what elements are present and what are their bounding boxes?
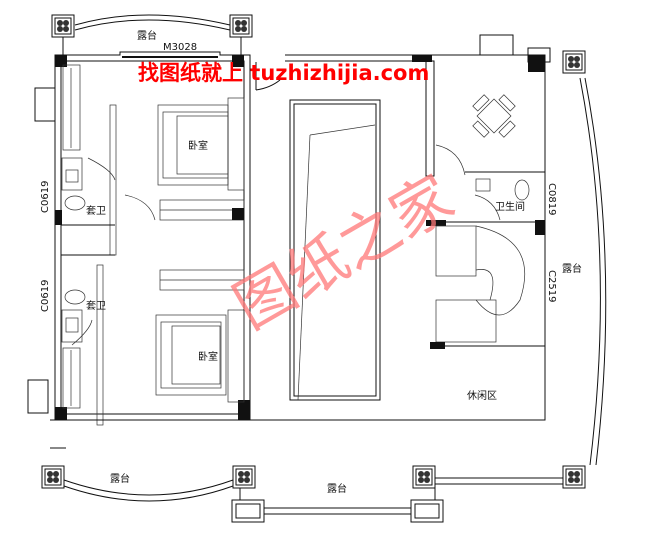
pillar (562, 50, 586, 74)
label-terrace-bottom: 露台 (327, 482, 347, 495)
bedroom-top (55, 64, 245, 256)
label-window-left-top: C0619 (40, 181, 51, 213)
label-ensuite-bottom: 套卫 (86, 299, 106, 312)
pillar (412, 465, 436, 489)
label-ensuite-top: 套卫 (86, 204, 106, 217)
pillar (41, 465, 65, 489)
pillar (232, 465, 256, 489)
pillar (229, 14, 253, 38)
label-toilet: 卫生间 (495, 200, 525, 213)
terrace-top (51, 14, 253, 55)
pillar (562, 465, 586, 489)
label-bedroom-top: 卧室 (188, 139, 208, 152)
watermark-top: 找图纸就上 tuzhizhijia.com (138, 61, 429, 85)
watermark-diagonal: 图纸之家 (223, 162, 466, 343)
label-bedroom-bottom: 卧室 (198, 350, 218, 363)
label-window-stair: C2519 (546, 270, 557, 302)
tea-room (425, 60, 545, 235)
spiral-stair (430, 225, 545, 349)
terrace-bottom (41, 419, 563, 523)
bedroom-bottom (61, 264, 245, 426)
exterior-walls (27, 34, 586, 421)
atrium-void (289, 99, 381, 401)
terrace-right (562, 77, 607, 489)
label-lounge: 休闲区 (467, 389, 497, 402)
label-terrace-bottom-left: 露台 (110, 472, 130, 485)
label-terrace-top: 露台 (137, 29, 157, 42)
label-terrace-right: 露台 (562, 262, 582, 275)
label-window-right: C0819 (546, 183, 557, 215)
label-window-left-bottom: C0619 (40, 280, 51, 312)
pillar (51, 14, 75, 38)
label-door-m3028: M3028 (163, 42, 197, 53)
